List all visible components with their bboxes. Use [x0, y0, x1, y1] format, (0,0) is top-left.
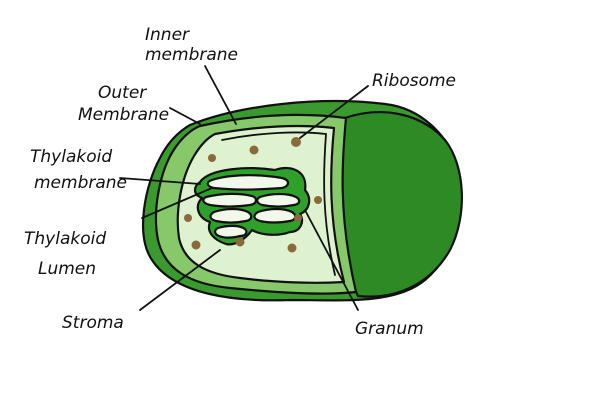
thylakoid-lumen-6 — [214, 224, 248, 239]
ribosome-dot — [287, 243, 297, 253]
outer-membrane-label-line2: Membrane — [78, 105, 169, 125]
thylakoid-lumen-label-line1: Thylakoid — [24, 229, 106, 249]
stroma-leader — [139, 249, 221, 311]
ribosome-dot — [314, 196, 322, 204]
thylakoid-lumen-3 — [256, 192, 301, 208]
ribosomes — [184, 137, 322, 253]
thylakoid-lumen-leader — [141, 187, 213, 219]
inner-membrane-label-line1: Inner — [145, 25, 190, 45]
ribosome-dot — [291, 137, 301, 147]
ribosome-leader — [299, 85, 369, 139]
outer-membrane-cut-face — [337, 111, 463, 298]
thylakoid-membrane-label-line2: membrane — [34, 173, 127, 193]
stroma-label: Stroma — [62, 313, 124, 333]
granum-label: Granum — [355, 319, 424, 339]
thylakoid-lumen-5 — [253, 207, 297, 224]
thylakoid-membrane-leader — [119, 177, 201, 185]
ribosome-dot — [249, 145, 259, 155]
ribosome-label: Ribosome — [372, 71, 456, 91]
granum — [193, 166, 311, 246]
ribosome-dot — [294, 214, 302, 222]
granum-leader — [305, 211, 359, 311]
outer-membrane-label-line1: Outer — [98, 83, 147, 103]
thylakoid-lumen-label-line2: Lumen — [38, 259, 96, 279]
ribosome-dot — [235, 237, 245, 247]
inner-membrane-label-line2: membrane — [145, 45, 238, 65]
ribosome-dot — [208, 154, 216, 162]
thylakoid-lumen-4 — [209, 207, 253, 224]
inner-membrane-line — [221, 131, 336, 276]
ribosome-dot — [184, 214, 192, 222]
thylakoid-membrane-label-line1: Thylakoid — [30, 147, 112, 167]
ribosome-dot — [191, 240, 201, 250]
outer-membrane-leader — [169, 107, 201, 125]
thylakoid-lumen-2 — [202, 192, 257, 208]
thylakoid-lumen-1 — [206, 174, 290, 191]
inner-membrane-leader — [204, 65, 237, 125]
